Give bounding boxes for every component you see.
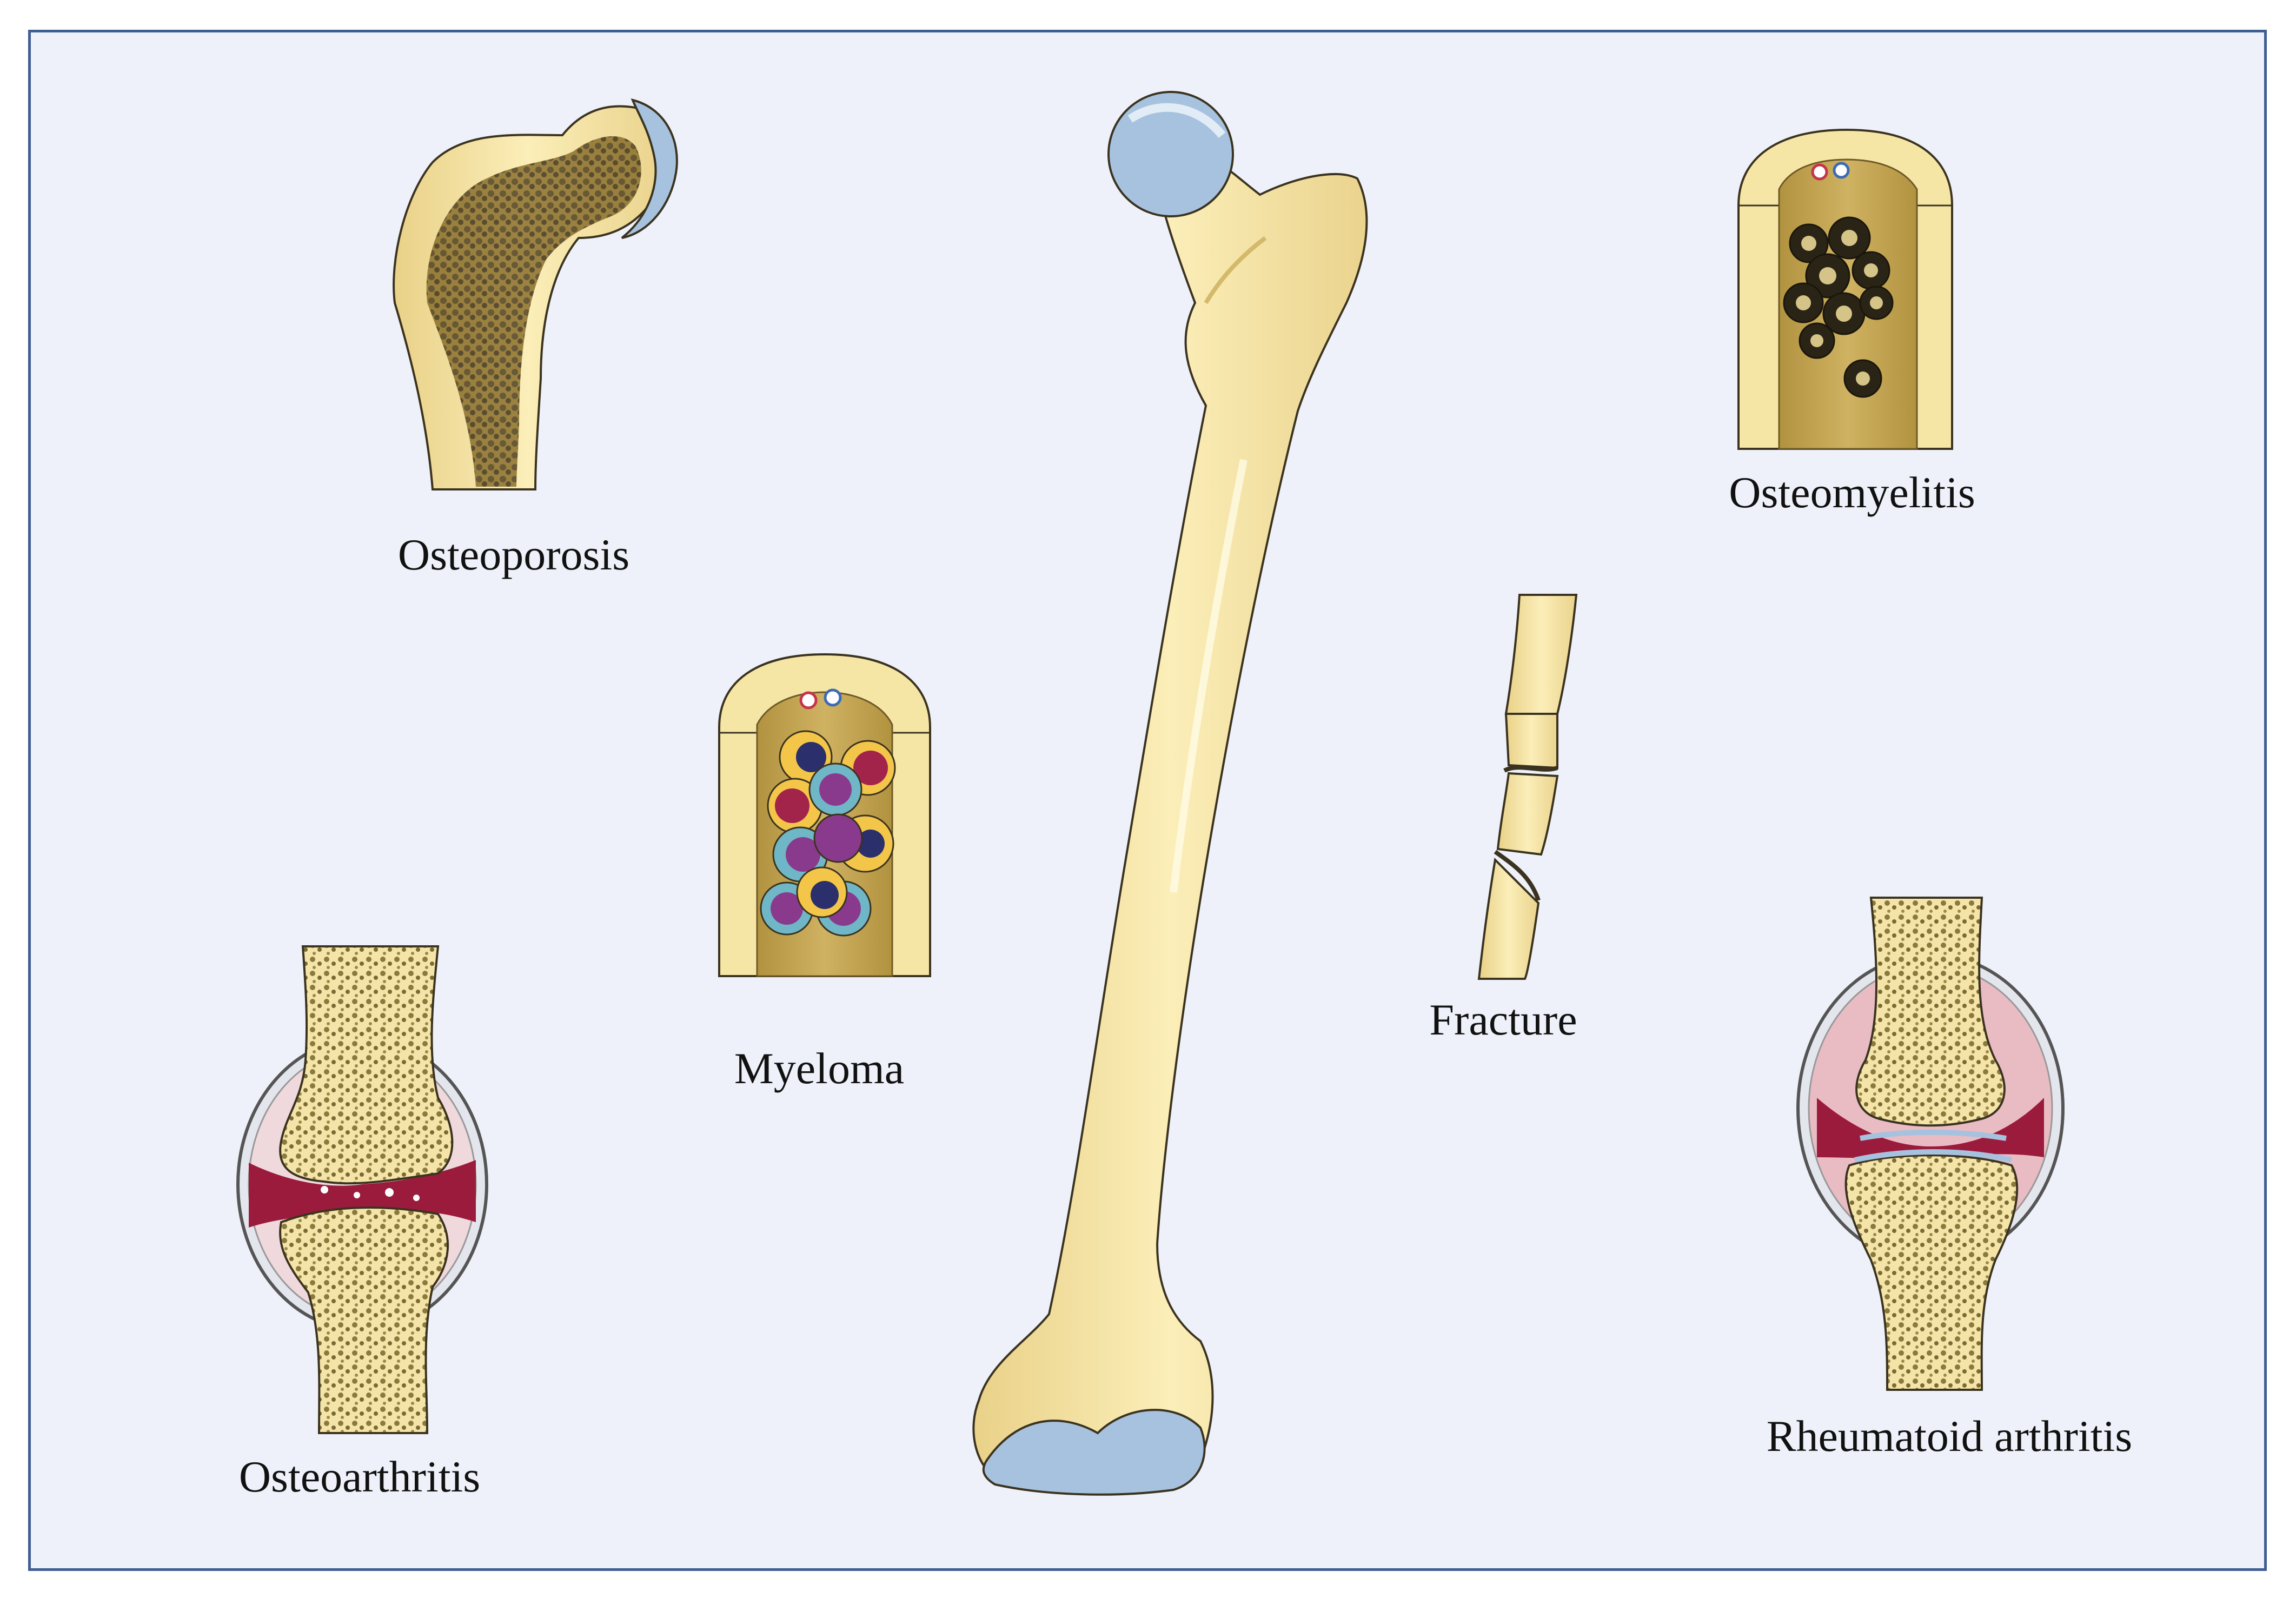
label-fracture: Fracture [1429, 995, 1577, 1044]
myeloma-illustration [718, 653, 931, 977]
label-myeloma: Myeloma [734, 1044, 905, 1093]
label-osteoporosis: Osteoporosis [397, 530, 630, 579]
myeloma-cells [760, 730, 896, 937]
osteomyelitis-illustration [1737, 128, 1953, 450]
label-osteoarthritis: Osteoarthritis [238, 1452, 481, 1501]
label-rheumatoid-arthritis: Rheumatoid arthritis [1766, 1411, 2133, 1461]
osteoarthritis-illustration [236, 945, 488, 1434]
label-osteomyelitis: Osteomyelitis [1729, 468, 1975, 517]
rheumatoid-arthritis-illustration [1796, 897, 2065, 1391]
fracture-illustration [1477, 594, 1578, 980]
osteoporosis-illustration [393, 98, 678, 490]
femur-illustration [972, 91, 1368, 1496]
